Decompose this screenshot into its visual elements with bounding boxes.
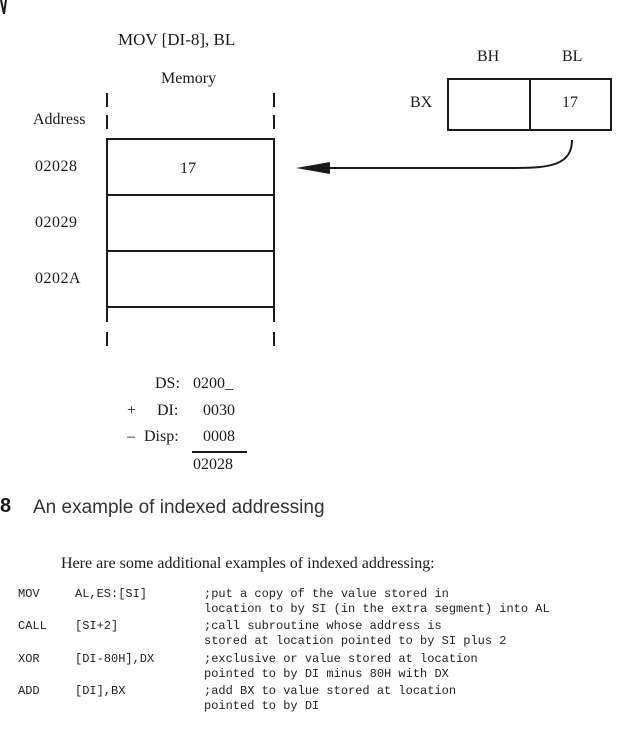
code-comment-line: ;call subroutine whose address is xyxy=(204,619,442,633)
intro-paragraph: Here are some additional examples of ind… xyxy=(61,555,435,572)
code-mnemonic: ADD xyxy=(18,684,40,698)
address-0202A: 0202A xyxy=(35,270,82,287)
memory-right-dash xyxy=(273,115,275,129)
disp-prefix: – xyxy=(127,428,135,445)
code-comment-line: stored at location pointed to by SI plus… xyxy=(204,634,507,648)
register-divider xyxy=(529,78,531,131)
sum-line xyxy=(192,451,247,453)
memory-right-dash xyxy=(273,93,275,107)
memory-left-dash xyxy=(106,93,108,107)
register-bx-label: BX xyxy=(410,94,433,111)
di-value: 0030 xyxy=(203,402,235,419)
register-bh-label: BH xyxy=(477,48,500,65)
code-comment-line: ;add BX to value stored at location xyxy=(204,684,457,698)
memory-cell-02028 xyxy=(106,138,275,195)
di-prefix: + xyxy=(127,402,137,419)
ds-value: 0200_ xyxy=(193,375,233,392)
memory-title: Memory xyxy=(161,70,217,87)
address-02028: 02028 xyxy=(35,158,78,175)
figure-number: 8 xyxy=(0,495,12,517)
disp-label: Disp: xyxy=(144,428,179,445)
address-title: Address xyxy=(33,111,86,128)
figure-caption: An example of indexed addressing xyxy=(33,497,325,518)
memory-value-02028: 17 xyxy=(180,160,196,177)
code-mnemonic: CALL xyxy=(18,619,47,633)
transfer-arrow xyxy=(296,139,573,174)
memory-left-dash xyxy=(106,115,108,129)
sum-result: 02028 xyxy=(193,456,233,473)
code-operands: [DI-80H],DX xyxy=(75,652,155,666)
code-operands: [SI+2] xyxy=(75,619,119,633)
memory-left-dash xyxy=(106,308,108,322)
code-comment-line: location to by SI (in the extra segment)… xyxy=(204,602,550,616)
code-comment-line: ;exclusive or value stored at location xyxy=(204,652,478,666)
register-bl-label: BL xyxy=(562,48,583,65)
memory-right-dash xyxy=(273,332,275,346)
code-comment-line: pointed to by DI minus 80H with DX xyxy=(204,667,449,681)
code-comment-line: pointed to by DI xyxy=(204,699,320,713)
register-bl-value: 17 xyxy=(562,94,578,111)
memory-cell-0202A xyxy=(106,250,275,308)
di-label: DI: xyxy=(157,402,179,419)
memory-right-dash xyxy=(273,308,275,322)
code-operands: AL,ES:[SI] xyxy=(75,587,148,601)
memory-cell-02029 xyxy=(106,194,275,251)
ds-label: DS: xyxy=(155,375,180,392)
disp-value: 0008 xyxy=(203,428,235,445)
page-corner-mark xyxy=(0,0,7,14)
code-mnemonic: MOV xyxy=(18,587,40,601)
code-mnemonic: XOR xyxy=(18,652,40,666)
memory-left-dash xyxy=(106,332,108,346)
instruction-label: MOV [DI-8], BL xyxy=(118,30,236,49)
address-02029: 02029 xyxy=(35,214,78,231)
code-operands: [DI],BX xyxy=(75,684,126,698)
code-comment-line: ;put a copy of the value stored in xyxy=(204,587,449,601)
